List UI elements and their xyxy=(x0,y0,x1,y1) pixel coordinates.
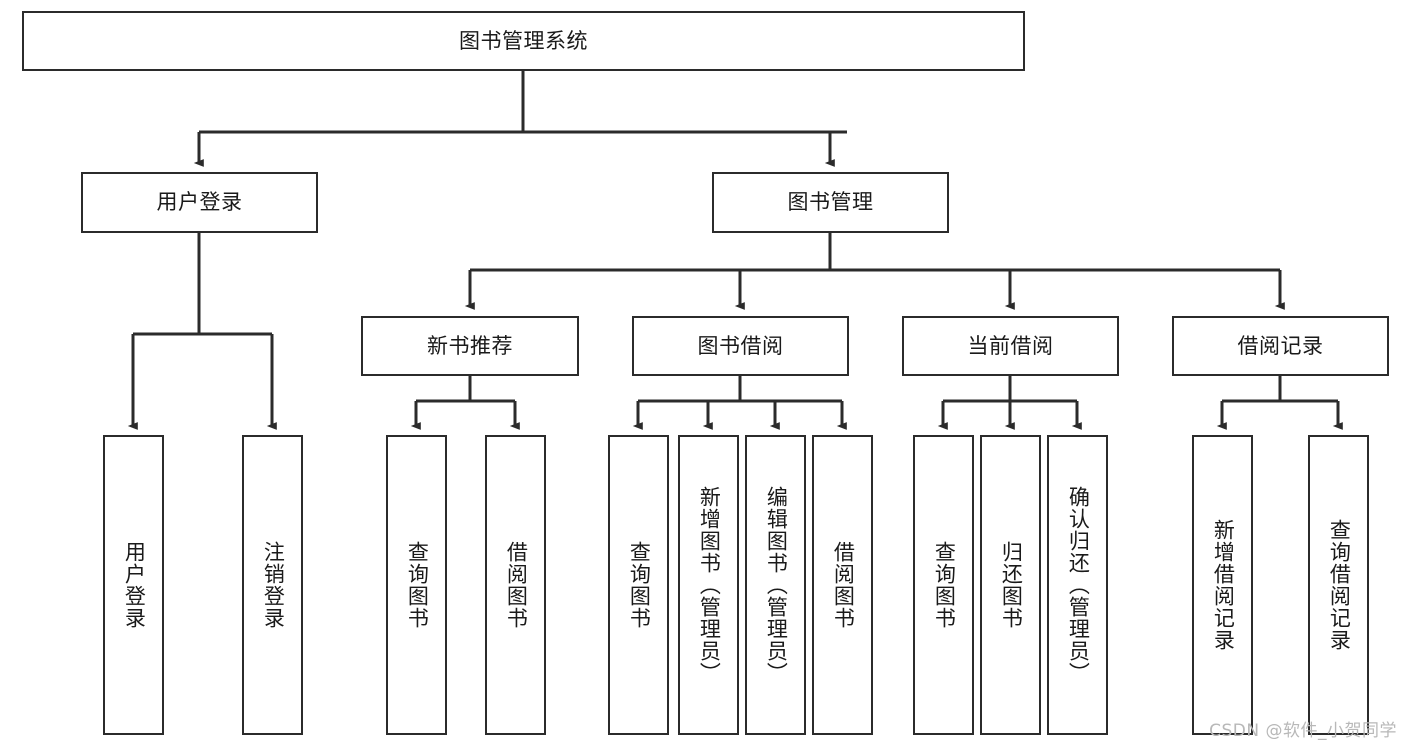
node-leaf-add-book[interactable]: 新增图书（管理员） xyxy=(678,435,739,735)
node-borrow-record-label: 借阅记录 xyxy=(1237,333,1324,358)
node-book-borrow[interactable]: 图书借阅 xyxy=(632,316,849,376)
node-user-login[interactable]: 用户登录 xyxy=(81,172,318,233)
node-leaf-borrow-book-2[interactable]: 借阅图书 xyxy=(812,435,873,735)
node-leaf-add-record-label: 新增借阅记录 xyxy=(1211,519,1236,651)
node-leaf-borrow-book-2-label: 借阅图书 xyxy=(831,541,856,629)
node-new-book-recommend-label: 新书推荐 xyxy=(427,333,513,358)
node-leaf-user-login-label: 用户登录 xyxy=(122,541,147,629)
node-book-manage-label: 图书管理 xyxy=(787,190,874,215)
node-new-book-recommend[interactable]: 新书推荐 xyxy=(361,316,579,376)
node-leaf-return-book-label: 归还图书 xyxy=(999,541,1024,629)
node-leaf-logout-label: 注销登录 xyxy=(261,541,286,629)
node-user-login-label: 用户登录 xyxy=(156,190,243,215)
node-leaf-user-login[interactable]: 用户登录 xyxy=(103,435,164,735)
node-current-borrow-label: 当前借阅 xyxy=(967,333,1054,358)
node-leaf-add-record[interactable]: 新增借阅记录 xyxy=(1192,435,1253,735)
node-current-borrow[interactable]: 当前借阅 xyxy=(902,316,1119,376)
node-leaf-query-book-2[interactable]: 查询图书 xyxy=(608,435,669,735)
node-leaf-query-book-1-label: 查询图书 xyxy=(405,541,430,629)
node-root-label: 图书管理系统 xyxy=(459,28,588,53)
node-leaf-query-record[interactable]: 查询借阅记录 xyxy=(1308,435,1369,735)
node-borrow-record[interactable]: 借阅记录 xyxy=(1172,316,1389,376)
node-root[interactable]: 图书管理系统 xyxy=(22,11,1025,71)
node-leaf-logout[interactable]: 注销登录 xyxy=(242,435,303,735)
node-book-manage[interactable]: 图书管理 xyxy=(712,172,949,233)
node-leaf-borrow-book-1-label: 借阅图书 xyxy=(504,541,529,629)
csdn-watermark: CSDN @软件_小贺同学 xyxy=(1209,721,1397,741)
node-leaf-query-book-3-label: 查询图书 xyxy=(932,541,957,629)
node-leaf-query-record-label: 查询借阅记录 xyxy=(1327,519,1352,651)
node-leaf-query-book-2-label: 查询图书 xyxy=(627,541,652,629)
node-leaf-add-book-label: 新增图书（管理员） xyxy=(697,486,722,684)
node-leaf-confirm-return-label: 确认归还（管理员） xyxy=(1066,486,1091,684)
node-leaf-edit-book-label: 编辑图书（管理员） xyxy=(764,486,789,684)
node-book-borrow-label: 图书借阅 xyxy=(697,333,784,358)
node-leaf-return-book[interactable]: 归还图书 xyxy=(980,435,1041,735)
node-leaf-query-book-3[interactable]: 查询图书 xyxy=(913,435,974,735)
node-leaf-edit-book[interactable]: 编辑图书（管理员） xyxy=(745,435,806,735)
node-leaf-borrow-book-1[interactable]: 借阅图书 xyxy=(485,435,546,735)
node-leaf-query-book-1[interactable]: 查询图书 xyxy=(386,435,447,735)
node-leaf-confirm-return[interactable]: 确认归还（管理员） xyxy=(1047,435,1108,735)
